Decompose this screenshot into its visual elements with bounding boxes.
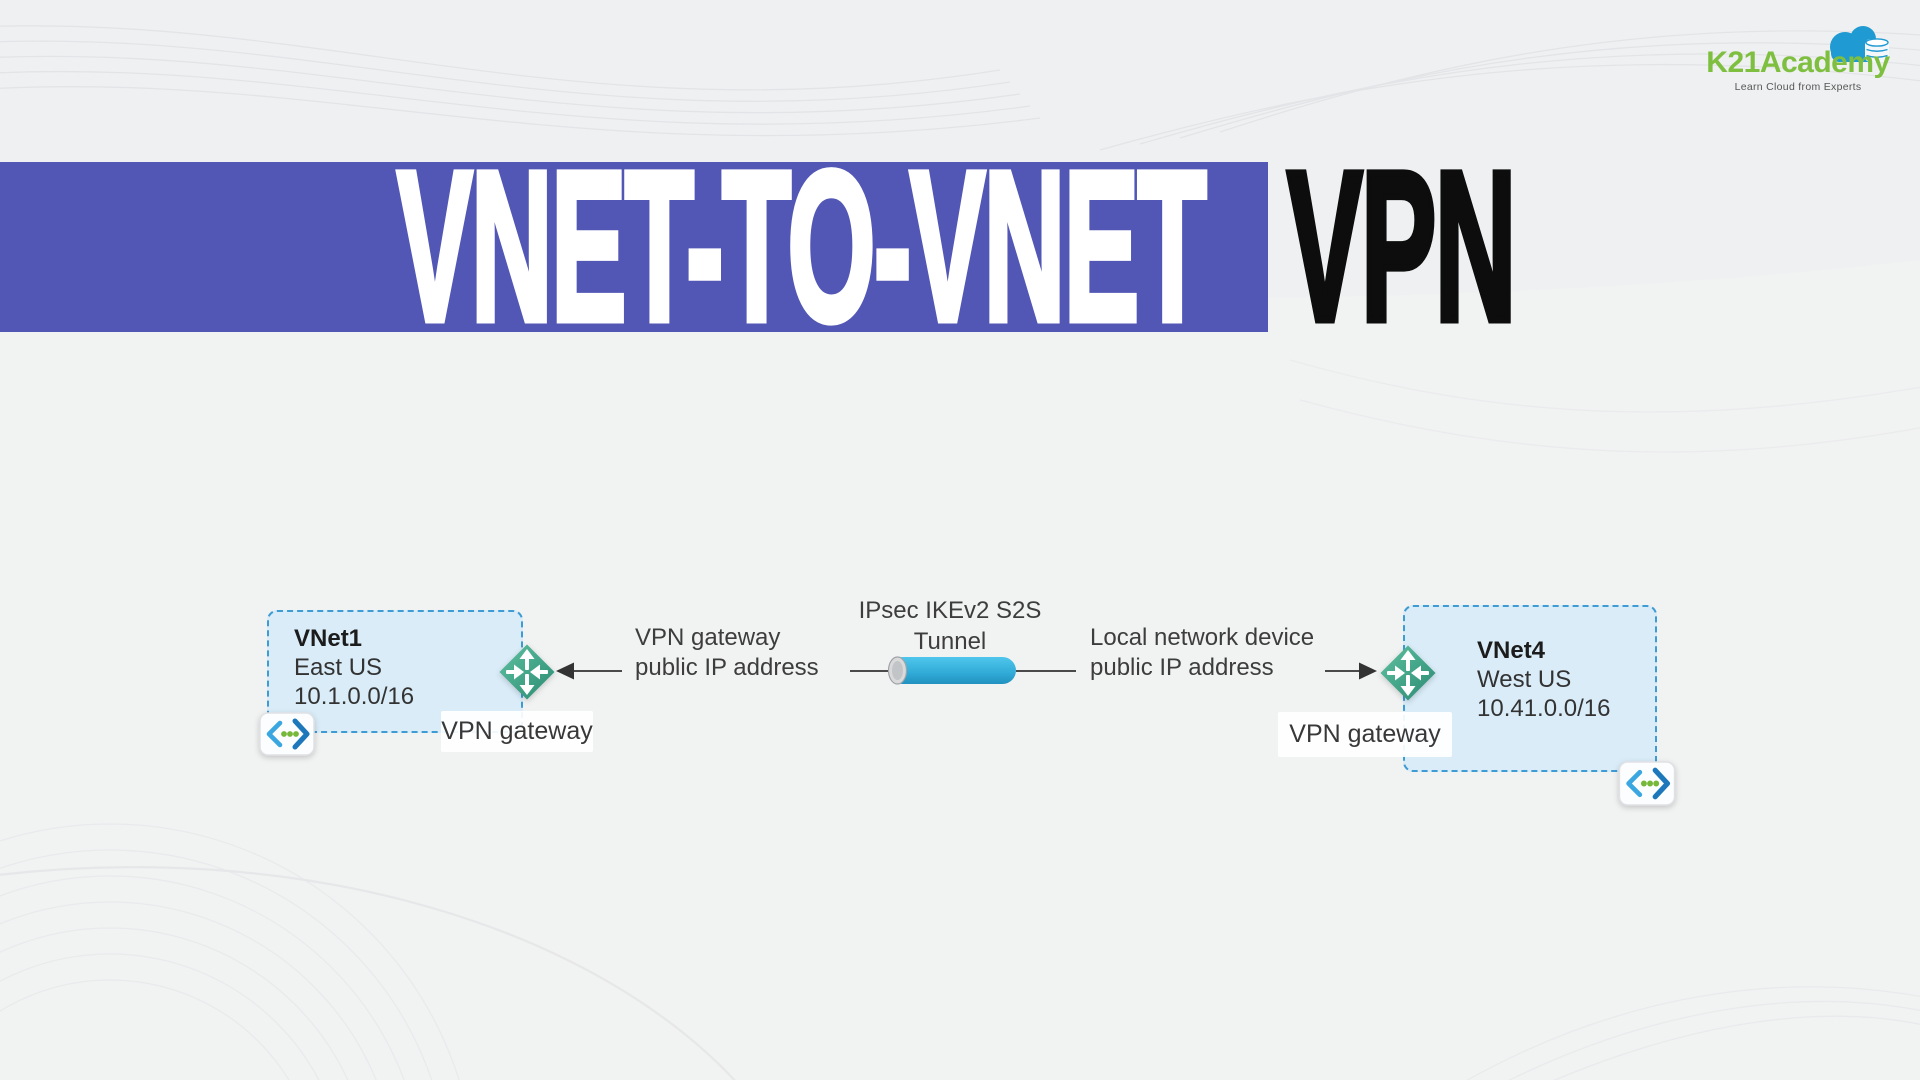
title-banner [0,162,1268,332]
vnet1-name: VNet1 [294,625,363,652]
logo: K21Academy Learn Cloud from Experts [1700,20,1896,100]
page-title-rest: VPN [1285,123,1518,369]
vnet4-region: West US [1477,666,1572,693]
logo-text: K21Academy [1706,46,1890,79]
vpn-gateway-icon [1380,645,1436,701]
vnet4-gateway-label: VPN gateway [1278,712,1452,757]
vnet4-name: VNet4 [1477,637,1546,664]
left-link-label-line2: public IP address [635,654,819,681]
vnet1-cidr: 10.1.0.0/16 [294,683,415,710]
page-title-highlight: VNET-TO-VNET [395,123,1208,369]
vnet-icon [259,712,315,756]
tunnel-label: IPsec IKEv2 S2S Tunnel [825,595,1075,657]
vnet1-gateway-label: VPN gateway [441,711,593,752]
left-link-label: VPN gateway public IP address [635,623,819,683]
left-link-label-line1: VPN gateway [635,624,781,651]
vnet1-region: East US [294,654,383,681]
vnet-icon [1618,761,1676,806]
right-link-label-line1: Local network device [1090,624,1315,651]
logo-tagline: Learn Cloud from Experts [1734,81,1862,93]
vpn-gateway-icon [499,644,555,700]
vnet4-cidr: 10.41.0.0/16 [1477,695,1611,722]
tunnel-label-line1: IPsec IKEv2 S2S [858,597,1042,624]
right-link-label-line2: public IP address [1090,654,1274,681]
right-link-label: Local network device public IP address [1090,623,1314,683]
tunnel-label-line2: Tunnel [913,628,987,655]
cloud-db-icon [1830,26,1889,62]
